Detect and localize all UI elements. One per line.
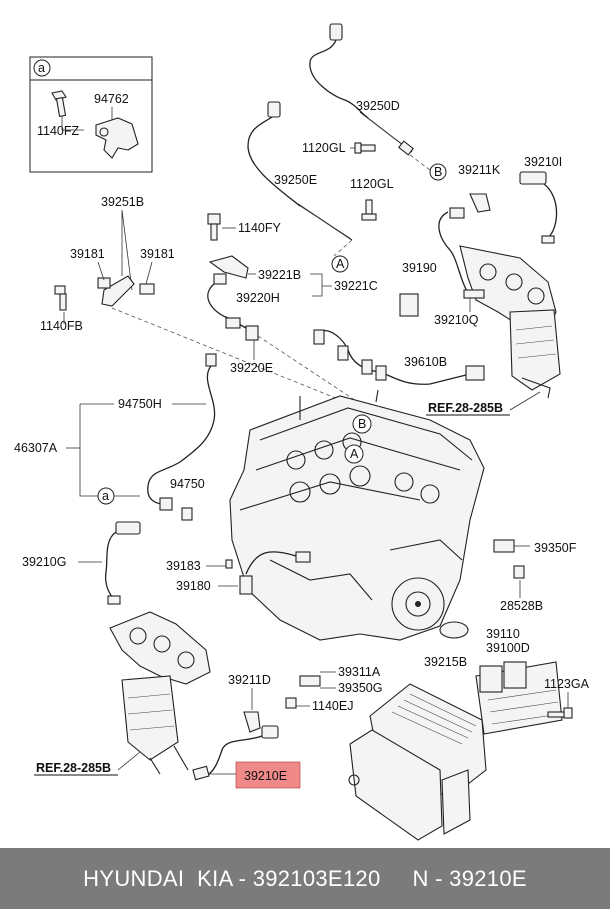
label-39211K: 39211K [458,163,501,177]
label-39311A: 39311A [338,665,381,679]
footer-part-number: HYUNDAI KIA - 392103E120 N - 39210E [83,865,527,891]
label-1123GA: 1123GA [544,677,590,691]
air-cleaner [348,683,487,841]
ecu-39110 [475,661,563,735]
ref-bottom: REF.28-285B [36,761,111,775]
label-39183: 39183 [166,559,201,573]
sensor-94750 [147,353,217,521]
sensor-39180 [225,551,311,595]
sensor-39350F [493,539,515,553]
label-39110: 39110 [486,627,520,641]
bracket-39211D [243,711,261,733]
label-39250E: 39250E [274,173,317,187]
label-39180: 39180 [176,579,211,593]
label-39215B: 39215B [424,655,467,669]
callout-a-inset [33,59,51,77]
bracket-94762 [95,117,139,159]
label-39190: 39190 [402,261,437,275]
bolt-1140FY [207,213,221,241]
exhaust-manifold-left [109,611,211,775]
sensor-39250D [309,23,414,156]
harness-39610B [313,329,485,385]
label-28528B: 28528B [500,599,543,613]
label-39181-2: 39181 [140,247,175,261]
inset-box: a 94762 1140FZ [29,56,153,173]
label-39181-1: 39181 [70,247,105,261]
ref-top: REF.28-285B [428,401,503,415]
bracket-39221B [208,255,249,279]
label-39250D: 39250D [356,99,400,113]
bolt-1140FB [54,285,67,311]
callout-a-label: a [38,61,45,75]
label-39210E: 39210E [244,769,287,783]
label-39210G: 39210G [22,555,66,569]
label-94750: 94750 [170,477,205,491]
label-1120GL-2: 1120GL [350,177,394,191]
sensor-39210I [519,171,558,244]
label-39211D: 39211D [228,673,271,687]
sensor-39210G [104,521,141,605]
sensor-39210Q [463,289,485,299]
sensor-39220H [207,273,259,341]
label-39350F: 39350F [534,541,577,555]
callout-B-engine-label: B [358,417,366,431]
sensor-39190 [399,293,419,317]
label-39220H: 39220H [236,291,280,305]
label-39221B: 39221B [258,268,301,282]
label-1140EJ: 1140EJ [312,699,353,713]
label-1140FY: 1140FY [238,221,282,235]
bracket-39211K [469,193,491,213]
callout-a-main-label: a [102,489,109,503]
label-39220E: 39220E [230,361,273,375]
sensor-39250E [247,101,353,241]
label-94750H: 94750H [118,397,162,411]
highlight-39210E [235,761,301,789]
label-1140FZ: 1140FZ [37,124,80,138]
engine-block [229,389,485,641]
callout-B-engine [352,414,372,434]
label-39210Q: 39210Q [434,313,479,327]
callout-A-top-label: A [336,257,345,271]
callout-A-top [331,255,349,273]
footer-bar: HYUNDAI KIA - 392103E120 N - 39210E [0,848,610,909]
label-39210I: 39210I [524,155,562,169]
exhaust-manifold-right [459,245,561,399]
callout-A-engine [344,444,364,464]
plug-39215B [439,621,469,639]
label-1120GL-1: 1120GL [302,141,346,155]
callout-A-engine-label: A [350,447,359,461]
bolt-1120GL-1 [354,142,376,154]
label-39350G: 39350G [338,681,382,695]
label-94762: 94762 [94,92,129,106]
label-39251B: 39251B [101,195,144,209]
callout-B-top [429,163,447,181]
sensor-39350G [285,675,321,709]
label-39610B: 39610B [404,355,447,369]
bolt-1120GL-2 [361,199,377,221]
callout-B-top-label: B [434,165,442,179]
bolt-1140FZ [51,90,67,118]
label-46307A: 46307A [14,441,58,455]
label-39100D: 39100D [486,641,530,655]
label-39221C: 39221C [334,279,378,293]
bolt-28528B [513,565,525,579]
label-1140FB: 1140FB [40,319,83,333]
sensor-39210E [192,725,279,781]
parts-diagram: a 94762 1140FZ 39250D 1120GL B 39250 [14,23,590,841]
bracket-39251B [97,275,155,307]
